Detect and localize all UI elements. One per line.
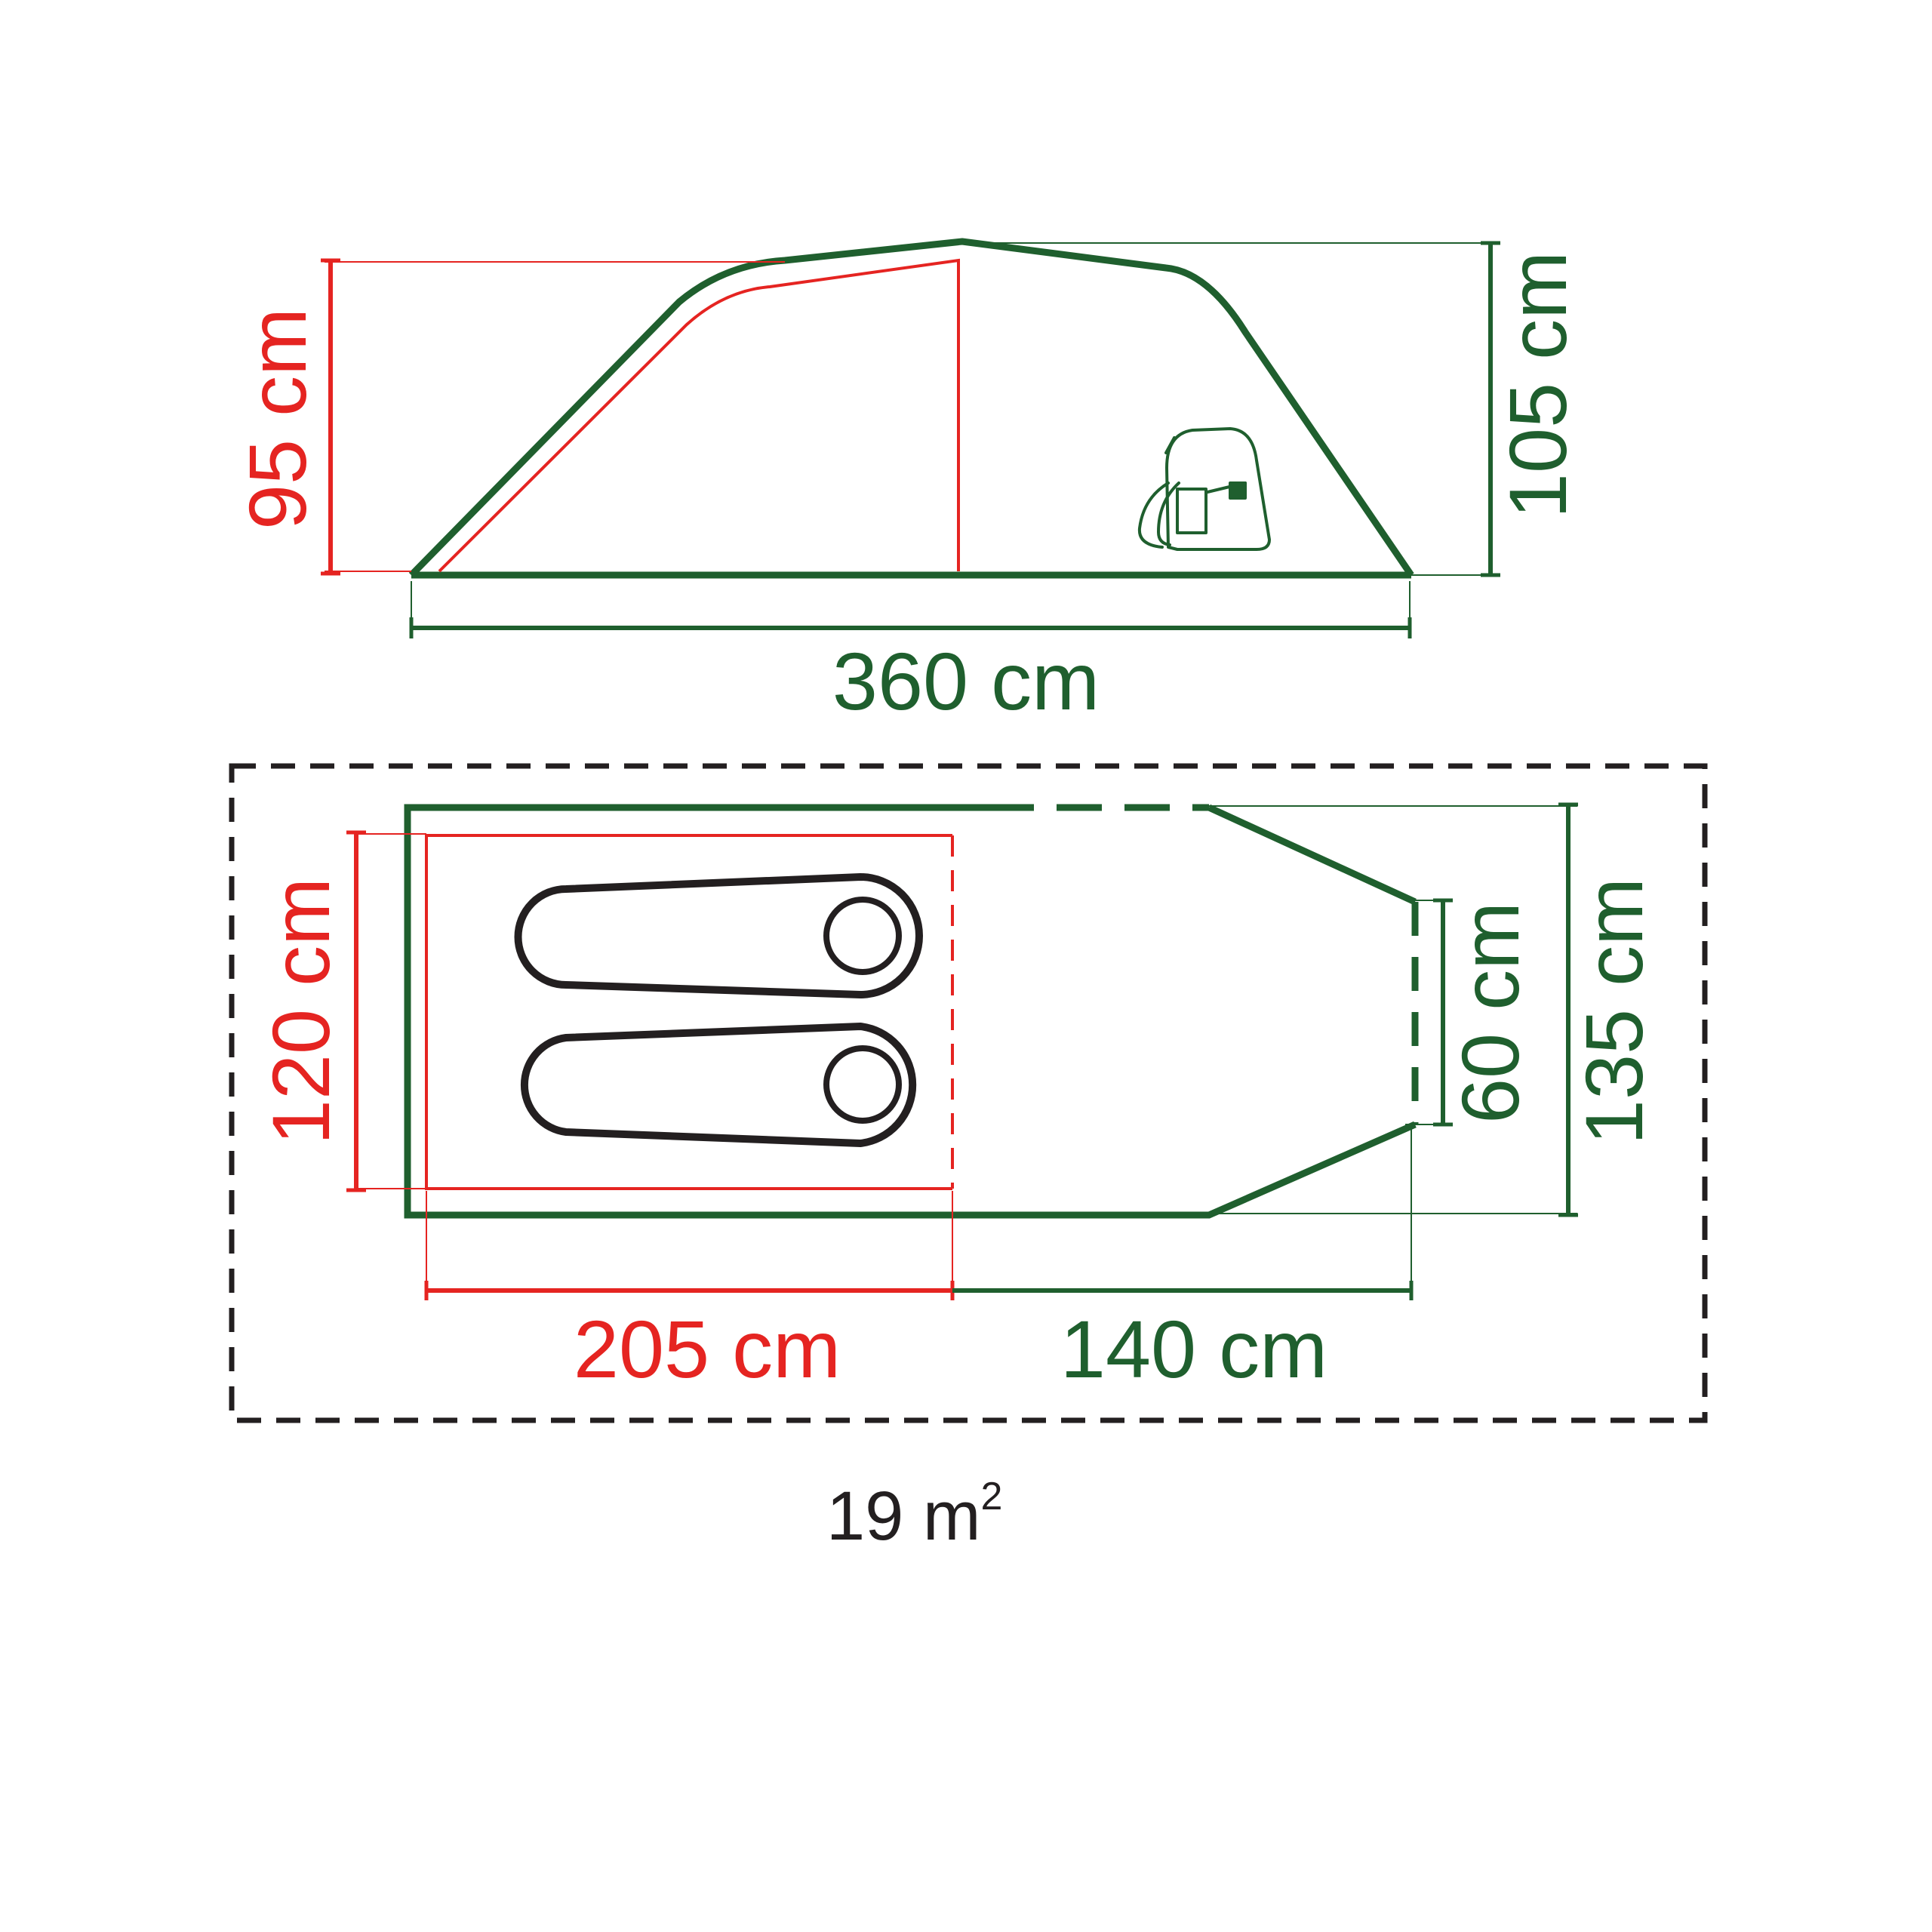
inner-depth-label: 205 cm bbox=[574, 1303, 841, 1395]
side-view: 95 cm 105 cm 360 cm bbox=[232, 238, 1583, 727]
outer-width-label: 135 cm bbox=[1568, 878, 1660, 1145]
flysheet-floor-outline bbox=[404, 804, 1417, 1219]
porch-end-width-label: 60 cm bbox=[1444, 902, 1536, 1124]
flysheet-porch-edge bbox=[1208, 804, 1417, 906]
footprint-area-superscript: 2 bbox=[981, 1475, 1003, 1518]
floor-plan: 120 cm 60 cm 135 cm 205 cm 140 cm bbox=[229, 763, 1708, 1423]
length-label: 360 cm bbox=[832, 635, 1100, 727]
porch-depth-label: 140 cm bbox=[1060, 1303, 1327, 1395]
inner-tent-outline bbox=[438, 258, 960, 573]
outer-height-label: 105 cm bbox=[1492, 251, 1583, 518]
footprint-outline bbox=[229, 763, 1708, 1423]
inner-height-label: 95 cm bbox=[232, 308, 323, 530]
sleeping-bag-icon bbox=[514, 872, 923, 999]
footprint-area-value: 19 m bbox=[826, 1478, 981, 1555]
sleeping-bag-icon bbox=[520, 1022, 917, 1148]
flysheet-outline bbox=[408, 238, 1414, 578]
inner-width-label: 120 cm bbox=[255, 878, 346, 1145]
backpack-icon bbox=[1137, 427, 1271, 551]
inner-tent-floor-outline bbox=[425, 834, 952, 1190]
footprint-area-label: 19 m2 bbox=[826, 1475, 1002, 1555]
